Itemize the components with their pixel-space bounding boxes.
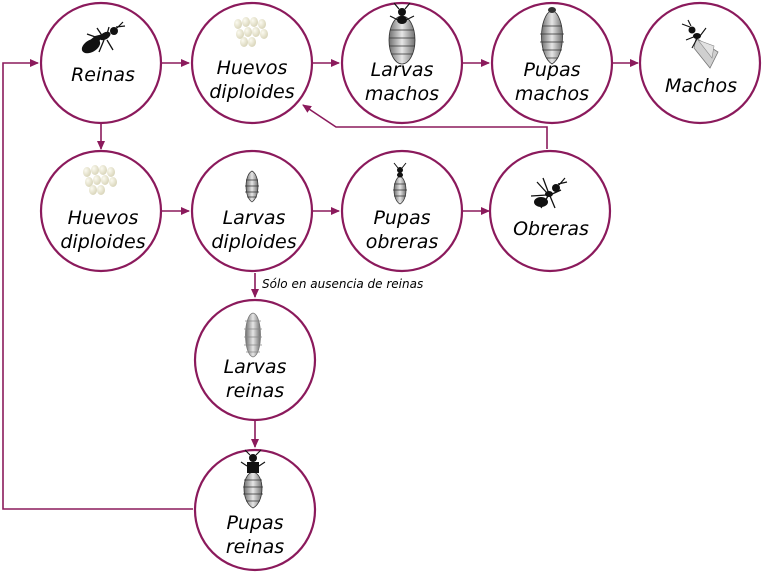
node-reinas-circle [39, 1, 163, 125]
queen-larva-icon [244, 312, 262, 358]
label-pupas-machos-1: Pupas [523, 59, 580, 81]
label-larvas-reinas-1: Larvas [224, 356, 287, 378]
node-machos-circle [638, 1, 762, 125]
labels: Reinas Huevos diploides Larvas machos Pu… [60, 57, 737, 558]
queen-ant-icon [81, 21, 126, 54]
label-larvas-diploides-2: diploides [211, 231, 296, 253]
label-larvas-machos-1: Larvas [371, 59, 434, 81]
label-huevos-top-1: Huevos [217, 57, 288, 79]
male-ant-icon [681, 19, 719, 69]
annotation-ausencia-reinas: Sólo en ausencia de reinas [262, 277, 423, 291]
label-pupas-reinas-1: Pupas [226, 512, 283, 534]
label-pupas-obreras-1: Pupas [373, 207, 430, 229]
label-machos: Machos [665, 75, 737, 97]
label-reinas: Reinas [71, 64, 135, 86]
queen-pupa-icon [240, 449, 266, 509]
label-larvas-reinas-2: reinas [226, 380, 284, 402]
edge-obreras-huevos-top [302, 104, 548, 149]
label-larvas-machos-2: machos [365, 83, 439, 105]
node-pupas-obreras-circle [340, 149, 464, 273]
node-obreras-circle [488, 149, 612, 273]
label-larvas-diploides-1: Larvas [223, 207, 286, 229]
nodes [39, 1, 762, 572]
node-huevos-top-circle [190, 1, 314, 125]
node-larvas-diploides-circle [190, 149, 314, 273]
label-obreras: Obreras [513, 218, 589, 240]
label-huevos-mid-2: diploides [60, 231, 145, 253]
label-pupas-obreras-2: obreras [366, 231, 439, 253]
worker-pupa-icon [393, 162, 407, 205]
node-pupas-reinas-circle [193, 448, 317, 572]
edge-pupas-reinas-reinas [2, 59, 193, 510]
label-pupas-reinas-2: reinas [226, 536, 284, 558]
label-pupas-machos-2: machos [515, 83, 589, 105]
node-larvas-reinas-circle [193, 298, 317, 422]
male-pupa-icon [540, 7, 564, 65]
node-huevos-mid-circle [39, 149, 163, 273]
edges [2, 59, 639, 510]
label-huevos-top-2: diploides [209, 81, 294, 103]
label-huevos-mid-1: Huevos [68, 207, 139, 229]
eggs-icon [234, 17, 268, 47]
eggs-icon [83, 165, 117, 195]
diploid-larva-icon [245, 170, 259, 203]
worker-ant-icon [530, 177, 568, 209]
male-larva-icon [388, 2, 416, 65]
